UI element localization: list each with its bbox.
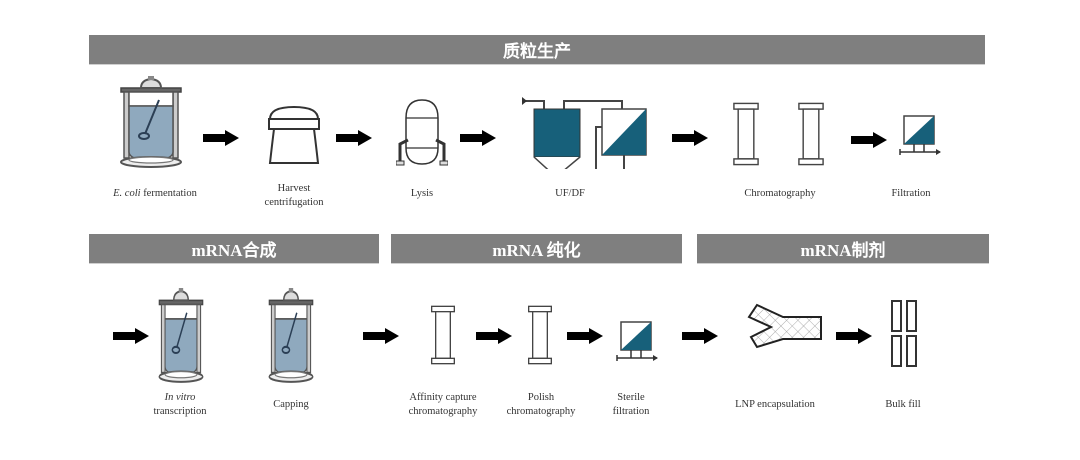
arrow-icon (567, 328, 603, 344)
step-label-line1: Polish (527, 392, 555, 403)
bioreactor-icon (152, 288, 210, 386)
vials-icon (891, 300, 917, 367)
section-header-plasmid-production: 质粒生产 (89, 35, 985, 64)
arrow-icon (476, 328, 512, 344)
section-header-mrna-synthesis: mRNA合成 (89, 234, 379, 263)
step-label-in-vitro-transcription: In vitro transcription (140, 391, 220, 419)
step-label-bulk-fill: Bulk fill (885, 399, 921, 410)
chromatography-column-icon (427, 305, 459, 365)
filter-icon (615, 320, 659, 364)
step-label-line2: chromatography (506, 406, 576, 417)
step-label-line1: Affinity capture (409, 392, 477, 403)
chromatography-column-icon (793, 102, 829, 166)
mixer-y-icon (747, 303, 822, 349)
step-label-line2: transcription (153, 406, 207, 417)
chromatography-column-icon (524, 305, 556, 365)
step-label-line2: filtration (612, 406, 650, 417)
section-header-mrna-formulation: mRNA制剂 (697, 234, 989, 263)
step-label-text: fermentation (140, 188, 197, 199)
step-label-line1: Sterile (617, 392, 645, 403)
arrow-icon (460, 130, 496, 146)
arrow-icon (113, 328, 149, 344)
step-label-harvest-centrifugation: Harvest centrifugation (244, 182, 344, 210)
filter-icon (898, 114, 942, 158)
step-label-line2: chromatography (408, 406, 478, 417)
step-label-line1: Harvest (277, 183, 311, 194)
step-label-polish: Polish chromatography (496, 391, 586, 419)
centrifuge-icon (268, 105, 320, 164)
step-label-lysis: Lysis (410, 188, 434, 199)
step-label-italic: In vitro (164, 392, 196, 403)
step-label-sterile-filtration: Sterile filtration (601, 391, 661, 419)
arrow-icon (336, 130, 372, 146)
step-label-capping: Capping (273, 399, 309, 410)
lysis-vessel-icon (396, 99, 448, 166)
step-label-affinity-capture: Affinity capture chromatography (393, 391, 493, 419)
step-label-filtration: Filtration (891, 188, 931, 199)
step-label-line2: centrifugation (264, 197, 324, 208)
step-label-chromatography: Chromatography (744, 188, 816, 199)
section-header-mrna-purification: mRNA 纯化 (391, 234, 682, 263)
arrow-icon (836, 328, 872, 344)
chromatography-column-icon (728, 102, 764, 166)
step-label-italic: E. coli (113, 188, 141, 199)
step-label-lnp-encapsulation: LNP encapsulation (735, 399, 815, 410)
arrow-icon (203, 130, 239, 146)
bioreactor-icon (262, 288, 320, 386)
arrow-icon (672, 130, 708, 146)
arrow-icon (682, 328, 718, 344)
ufdf-system-icon (522, 97, 647, 169)
step-label-ufdf: UF/DF (555, 188, 585, 199)
arrow-icon (363, 328, 399, 344)
fermenter-icon (111, 76, 191, 171)
arrow-icon (851, 132, 887, 148)
step-label-ecoli-fermentation: E. coli fermentation (100, 187, 210, 201)
